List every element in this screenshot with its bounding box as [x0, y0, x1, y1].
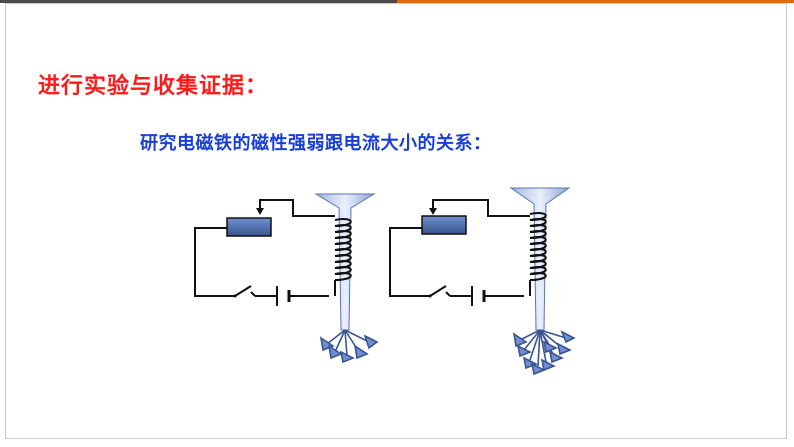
battery-icon: [471, 286, 486, 306]
experiment-diagram: [194, 187, 576, 376]
rheostat-icon: [226, 217, 272, 237]
slider-arrow-icon: [429, 208, 437, 215]
top-bar-dark: [0, 0, 397, 3]
slide-subtitle: 研究电磁铁的磁性强弱跟电流大小的关系：: [140, 133, 492, 154]
rheostat-icon: [421, 215, 467, 235]
coil-electromagnet-icon: [314, 193, 376, 331]
circuit-setup-2: [389, 187, 576, 376]
wire-top: [259, 199, 335, 217]
open-switch-icon: [428, 285, 451, 298]
attracted-pins-2: [512, 329, 576, 376]
circuit-setup-1: [194, 193, 379, 364]
slider-arrow-icon: [256, 208, 264, 215]
coil-electromagnet-icon: [509, 187, 571, 331]
battery-icon: [276, 286, 291, 306]
top-bar-orange: [397, 0, 794, 3]
open-switch-icon: [233, 285, 256, 298]
slide-frame: [5, 3, 787, 439]
slide-title: 进行实验与收集证据：: [38, 74, 269, 99]
attracted-pins-1: [319, 329, 379, 364]
wire-left: [194, 227, 235, 297]
